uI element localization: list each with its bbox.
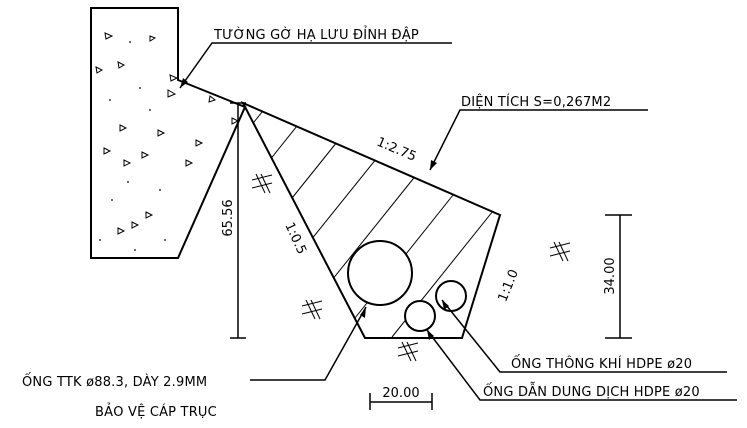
solution-pipe (404, 300, 436, 332)
dimension-height-left-label: 65.56 (221, 199, 236, 236)
dimension-height-right-label: 34.00 (603, 257, 618, 294)
wall-label: TƯỜNG GỜ HẠ LƯU ĐỈNH ĐẬP (213, 26, 419, 43)
main-pipe (347, 240, 413, 306)
concrete-aggregate-pattern (95, 32, 240, 235)
dimension-bottom-width (369, 393, 433, 410)
solution-pipe-label: ỐNG DẪN DUNG DỊCH HDPE ø20 (483, 383, 700, 400)
slope-top-label: 1:2.75 (374, 135, 418, 165)
leader-arrowheads (180, 78, 449, 340)
main-pipe-sublabel: BẢO VỆ CÁP TRỤC (95, 403, 217, 420)
dimension-height-left (230, 102, 246, 339)
leader-lines (179, 42, 737, 401)
dimension-bottom-width-label: 20.00 (382, 386, 419, 401)
concrete-dots (99, 41, 166, 251)
earth-symbols (251, 173, 571, 362)
vent-pipe-label: ỐNG THÔNG KHÍ HDPE ø20 (511, 355, 692, 372)
dimension-height-right (605, 214, 632, 339)
vent-pipe (435, 280, 467, 312)
main-pipe-label: ỐNG TTK ø88.3, DÀY 2.9MM (22, 373, 207, 390)
slope-left-label: 1:0.5 (281, 220, 309, 257)
slope-right-label: 1:1.0 (496, 267, 522, 304)
area-label: DIỆN TÍCH S=0,267M2 (461, 94, 611, 110)
